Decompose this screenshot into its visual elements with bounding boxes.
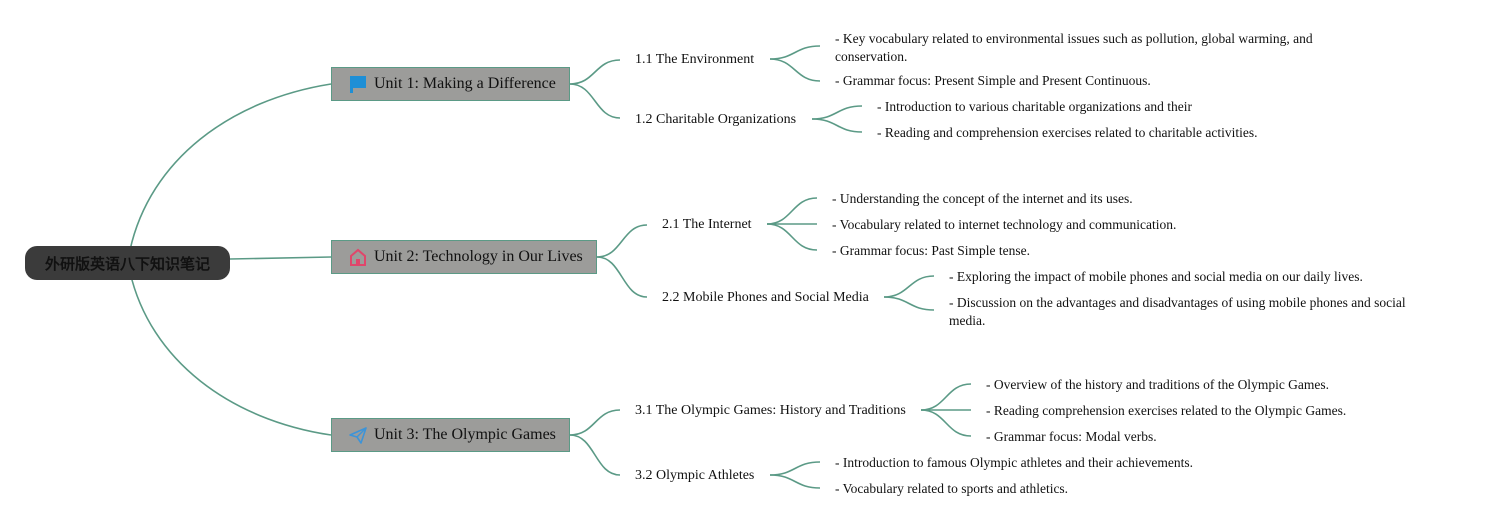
connector-root-unit3 (129, 271, 332, 436)
point-2-1-3[interactable]: - Grammar focus: Past Simple tense. (832, 243, 1030, 258)
topic-3-1[interactable]: 3.1 The Olympic Games: History and Tradi… (635, 403, 906, 418)
unit-2-node[interactable]: Unit 2: Technology in Our Lives (331, 240, 597, 274)
point-1-2-1[interactable]: - Introduction to various charitable org… (877, 99, 1193, 114)
point-1-2-2[interactable]: - Reading and comprehension exercises re… (877, 125, 1258, 140)
connector-root-unit1 (129, 83, 332, 251)
connector-unit2-topic2 (596, 256, 648, 298)
point-1-1-2[interactable]: - Grammar focus: Present Simple and Pres… (835, 73, 1151, 88)
point-2-2-2[interactable]: - Discussion on the advantages and disad… (949, 295, 1406, 328)
connector-unit3-topic1 (569, 409, 621, 436)
point-2-1-2[interactable]: - Vocabulary related to internet technol… (832, 217, 1177, 232)
connector-unit1-topic1 (569, 59, 621, 85)
unit-3-label: Unit 3: The Olympic Games (374, 426, 556, 443)
connector-root-unit2 (229, 256, 332, 260)
root-node[interactable]: 外研版英语八下知识笔记 (25, 246, 230, 280)
connector-unit2-topic1 (596, 224, 648, 258)
point-3-1-2[interactable]: - Reading comprehension exercises relate… (986, 403, 1347, 418)
point-2-1-1[interactable]: - Understanding the concept of the inter… (832, 191, 1133, 206)
unit-1-node[interactable]: Unit 1: Making a Difference (331, 67, 570, 101)
paper-plane-icon (348, 425, 368, 445)
point-2-2-1[interactable]: - Exploring the impact of mobile phones … (949, 269, 1363, 284)
point-3-2-2[interactable]: - Vocabulary related to sports and athle… (835, 481, 1069, 496)
point-1-1-1[interactable]: - Key vocabulary related to environmenta… (835, 31, 1313, 64)
unit-2-label: Unit 2: Technology in Our Lives (374, 248, 583, 265)
connector-unit3-topic2 (569, 434, 621, 476)
topic-2-1[interactable]: 2.1 The Internet (662, 217, 752, 232)
connector-unit1-topic2 (569, 83, 621, 119)
unit-3-node[interactable]: Unit 3: The Olympic Games (331, 418, 570, 452)
topic-2-2[interactable]: 2.2 Mobile Phones and Social Media (662, 290, 869, 305)
point-3-1-3[interactable]: - Grammar focus: Modal verbs. (986, 429, 1157, 444)
flag-icon (348, 74, 368, 94)
topic-1-2[interactable]: 1.2 Charitable Organizations (635, 112, 797, 127)
point-3-2-1[interactable]: - Introduction to famous Olympic athlete… (835, 455, 1194, 470)
topic-1-1[interactable]: 1.1 The Environment (635, 52, 755, 67)
topic-3-2[interactable]: 3.2 Olympic Athletes (635, 468, 755, 483)
unit-1-label: Unit 1: Making a Difference (374, 75, 556, 92)
home-icon (348, 247, 368, 267)
point-3-1-1[interactable]: - Overview of the history and traditions… (986, 377, 1330, 392)
